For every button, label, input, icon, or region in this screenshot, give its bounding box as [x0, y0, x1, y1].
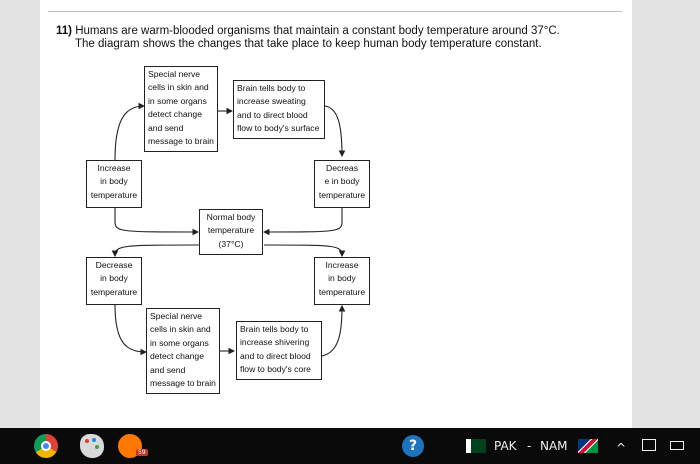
box-line: e in body	[324, 176, 360, 187]
box-line: temperature	[207, 225, 255, 236]
box-line: and to direct blood	[240, 350, 311, 361]
box-line: temperature	[90, 286, 138, 297]
chevron-up-icon[interactable]: ^	[616, 441, 627, 455]
box-line: flow to body's surface	[237, 123, 320, 134]
normal-temperature-box: Normal body temperature (37°C)	[199, 209, 263, 255]
battery-icon[interactable]	[670, 441, 684, 450]
box-line: and to direct blood	[237, 109, 308, 120]
box-line: Increase	[325, 260, 359, 270]
decrease-temperature-right-box: Decreas e in body temperature	[314, 160, 370, 208]
box-line: Brain tells body to	[240, 324, 309, 334]
keyboard-icon[interactable]	[642, 439, 656, 451]
box-line: Normal body	[206, 212, 256, 222]
box-line: detect change	[148, 109, 202, 120]
increase-temperature-right-box: Increase in body temperature	[314, 257, 370, 305]
bottom-sensor-box: Special nerve cells in skin and in some …	[146, 308, 220, 394]
divider-line	[48, 11, 622, 12]
box-line: in body	[100, 273, 128, 284]
box-line: and send	[148, 122, 184, 133]
box-line: temperature	[318, 286, 366, 297]
box-line: detect change	[150, 351, 204, 362]
question-line-2: The diagram shows the changes that take …	[75, 38, 542, 50]
box-line: temperature	[90, 189, 138, 200]
box-line: Brain tells body to	[237, 83, 306, 93]
notification-badge: 59	[136, 449, 148, 456]
box-line: cells in skin and	[148, 82, 209, 93]
box-line: in body	[100, 176, 128, 187]
taskbar: 59 ? PAK - NAM ^	[0, 428, 700, 464]
box-line: Decrease	[95, 260, 133, 270]
question-text: 11) Humans are warm-blooded organisms th…	[56, 25, 616, 51]
flag-pakistan-icon	[466, 439, 486, 453]
box-line: in some organs	[150, 337, 209, 348]
question-line-1: Humans are warm-blooded organisms that m…	[75, 25, 560, 37]
decrease-temperature-left-box: Decrease in body temperature	[86, 257, 142, 305]
region-label[interactable]: NAM	[540, 439, 568, 453]
box-line: increase shivering	[240, 337, 310, 348]
top-brain-box: Brain tells body to increase sweating an…	[233, 80, 325, 139]
bottom-brain-box: Brain tells body to increase shivering a…	[236, 321, 322, 380]
top-sensor-box: Special nerve cells in skin and in some …	[144, 66, 218, 152]
box-line: in some organs	[148, 95, 207, 106]
box-line: Special nerve	[150, 311, 203, 321]
box-line: flow to body's core	[240, 364, 311, 375]
paint-palette-icon[interactable]	[80, 434, 104, 458]
box-line: in body	[328, 273, 356, 284]
chrome-icon[interactable]	[34, 434, 58, 458]
language-separator: -	[527, 439, 532, 453]
increase-temperature-left-box: Increase in body temperature	[86, 160, 142, 208]
question-number: 11)	[56, 25, 72, 37]
box-line: message to brain	[148, 136, 214, 147]
diagram-arrows	[111, 102, 346, 357]
language-label[interactable]: PAK	[494, 439, 517, 453]
box-line: Special nerve	[148, 69, 201, 79]
box-line: increase sweating	[237, 96, 306, 107]
help-icon[interactable]: ?	[402, 435, 424, 457]
box-line: cells in skin and	[150, 324, 211, 335]
box-line: message to brain	[150, 378, 216, 389]
flag-namibia-icon	[578, 439, 598, 453]
box-line: Increase	[97, 163, 131, 173]
worksheet-page: 11) Humans are warm-blooded organisms th…	[40, 0, 632, 428]
box-line: temperature	[318, 189, 366, 200]
box-line: (37°C)	[218, 238, 244, 249]
box-line: Decreas	[326, 163, 358, 173]
box-line: and send	[150, 364, 186, 375]
